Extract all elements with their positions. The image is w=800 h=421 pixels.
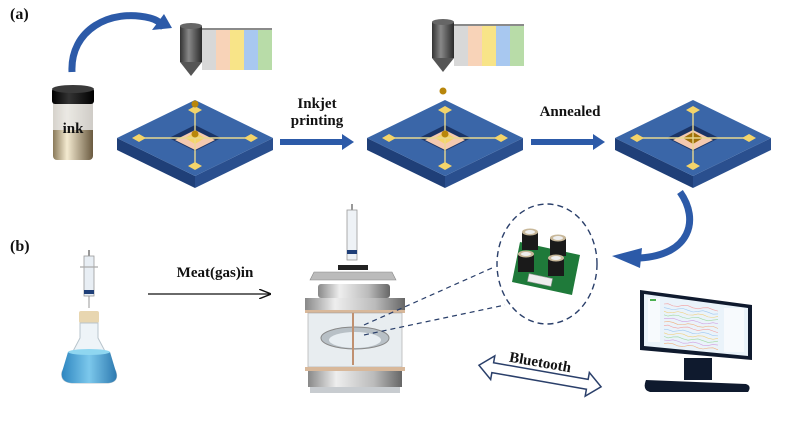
sensor-signal-trace [663, 332, 719, 340]
substrate-side-left [615, 138, 693, 188]
sensor-signal-trace [663, 336, 719, 343]
cartridge-top-edge [454, 24, 524, 26]
electrode-pad [244, 134, 258, 142]
sensor-substrate-printing [117, 100, 273, 188]
electrode-pad [494, 134, 508, 142]
print-head-2 [432, 19, 524, 72]
ink-color-strip [454, 24, 468, 66]
ink-color-strip [510, 24, 524, 66]
arrow-annealed [531, 134, 605, 150]
curved-arrow-to-module [612, 189, 693, 268]
ink-bottle [52, 85, 94, 160]
electrode-pad [438, 162, 452, 170]
electrode-pad [686, 106, 700, 114]
ink-color-strip [216, 28, 230, 70]
electrode-pad [630, 134, 644, 142]
ink-color-strip [482, 24, 496, 66]
step-label-inkjet-printing: Inkjet printing [282, 96, 352, 130]
electrode-pad [188, 106, 202, 114]
syringe-flask [80, 250, 98, 308]
gas-in-label: Meat(gas)in [176, 265, 254, 281]
step-label-annealed: Annealed [539, 104, 601, 120]
monitor [640, 290, 752, 392]
sensor-signal-trace [663, 321, 719, 329]
substrate-side-right [195, 138, 273, 188]
substrate-side-right [693, 138, 771, 188]
electrode-pad [686, 162, 700, 170]
ink-color-strip [468, 24, 482, 66]
panel-a-label: (a) [10, 6, 29, 23]
gas-sensor-mesh [521, 252, 531, 256]
gas-sensor-mesh [525, 230, 535, 234]
electrode-pad [132, 134, 146, 142]
cartridge-top-edge [202, 28, 272, 30]
ink-bottle-label: ink [63, 121, 85, 137]
sensor-signal-trace [663, 307, 719, 315]
gas-sensor-mesh [553, 236, 563, 240]
step-label-line1: Inkjet [297, 96, 337, 112]
curved-arrow-to-printer [68, 12, 172, 73]
ink-drop [191, 130, 199, 138]
ink-color-strip [244, 28, 258, 70]
sensor-substrate-printed [367, 100, 523, 188]
sensor-array-module [512, 228, 580, 295]
callout-lines [363, 203, 598, 336]
sensor-signal-trace [663, 324, 719, 334]
ink-color-strip [258, 28, 272, 70]
electrode-pad [438, 106, 452, 114]
sensor-signal-trace [663, 342, 719, 351]
substrate-side-left [367, 138, 445, 188]
sensor-signal-trace [663, 339, 719, 346]
sensor-signal-trace [663, 303, 719, 312]
ink-cartridge-1 [202, 28, 272, 70]
ink-color-strip [230, 28, 244, 70]
screen-status-indicator [650, 299, 656, 301]
sensor-signal-trace [663, 328, 719, 337]
sensor-signal-trace [663, 310, 719, 318]
gas-sensor-mesh [551, 256, 561, 260]
ink-drop-falling [439, 87, 447, 95]
ink-drop [441, 130, 449, 138]
sensor-signal-trace [663, 317, 719, 325]
ink-color-strip [496, 24, 510, 66]
gas-sensor-can [548, 258, 564, 276]
arrow-inkjet-printing [280, 134, 354, 150]
sensor-signal-trace [663, 314, 719, 322]
erlenmeyer-flask [61, 311, 118, 384]
gas-test-chamber [305, 204, 405, 393]
gas-sensor-can [518, 254, 534, 272]
step-label-line2: printing [290, 113, 344, 129]
electrode-pad [382, 134, 396, 142]
screen-right-panel [724, 308, 744, 352]
bluetooth-double-arrow [477, 354, 603, 398]
ink-cartridge-2 [454, 24, 524, 66]
substrate-side-right [445, 138, 523, 188]
sensor-substrate-annealed [615, 100, 771, 188]
gas-sensor-can [522, 232, 538, 250]
ink-drop [191, 100, 199, 108]
ink-color-strip [202, 28, 216, 70]
substrate-side-left [117, 138, 195, 188]
gas-sensor-can [550, 238, 566, 256]
electrode-pad [742, 134, 756, 142]
print-head-1 [180, 23, 272, 76]
panel-b-label: (b) [10, 238, 30, 255]
electrode-pad [188, 162, 202, 170]
screen-sidebar [648, 298, 660, 342]
